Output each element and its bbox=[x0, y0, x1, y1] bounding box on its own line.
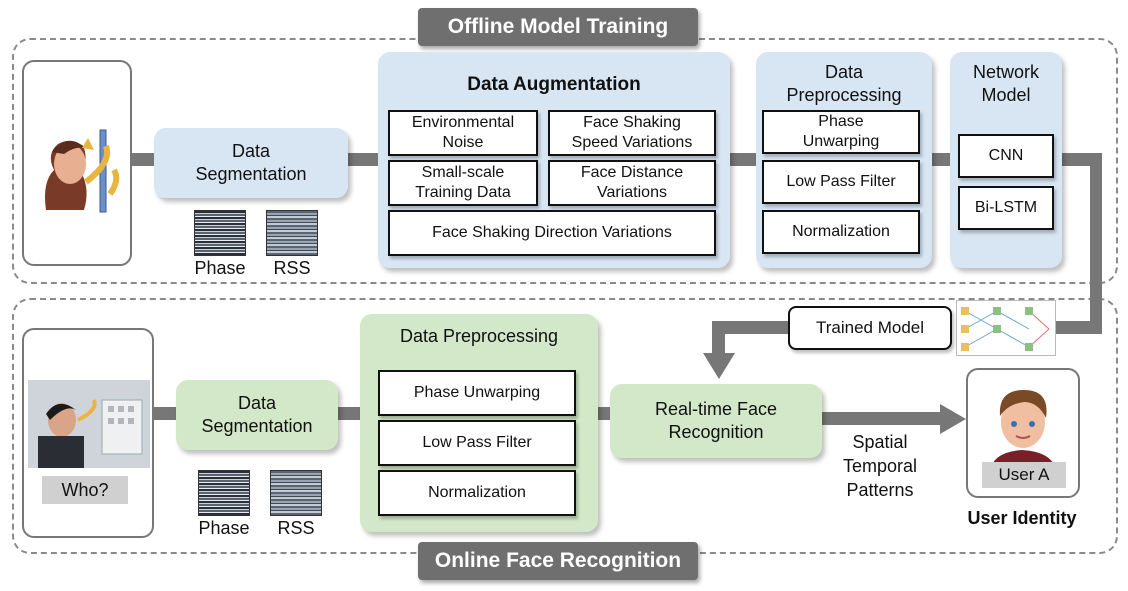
rss-label: RSS bbox=[273, 258, 311, 278]
connector bbox=[728, 153, 758, 166]
online-preprocessing-title: Data Preprocessing bbox=[399, 325, 559, 346]
face-shaking-icon bbox=[45, 129, 120, 213]
person-image-panel bbox=[22, 60, 132, 266]
online-title: Online Face Recognition bbox=[418, 542, 698, 580]
online-normalization: Normalization bbox=[378, 470, 576, 516]
spatial-temporal-patterns: Spatial Temporal Patterns bbox=[842, 432, 918, 500]
realtime-face-recognition: Real-time Face Recognition bbox=[610, 384, 822, 458]
offline-normalization: Normalization bbox=[762, 210, 920, 254]
connector bbox=[596, 407, 612, 420]
offline-title: Offline Model Training bbox=[418, 8, 698, 46]
data-augmentation-title: Data Augmentation bbox=[467, 73, 641, 95]
phase-signal-thumbnail bbox=[194, 210, 246, 256]
offline-phase-unwarping: Phase Unwarping bbox=[762, 110, 920, 154]
phase-label: Phase bbox=[198, 518, 250, 538]
user-identity-label: User Identity bbox=[967, 508, 1077, 528]
connector bbox=[152, 407, 180, 420]
network-diagram-thumbnail bbox=[956, 300, 1056, 356]
bilstm-box: Bi-LSTM bbox=[958, 186, 1054, 230]
connector bbox=[1054, 321, 1102, 334]
connector bbox=[346, 153, 380, 166]
connector bbox=[712, 321, 725, 355]
right-arrow-icon bbox=[940, 404, 966, 434]
connector bbox=[1090, 153, 1102, 334]
aug-small-scale-data: Small-scale Training Data bbox=[388, 160, 538, 206]
online-phase-unwarping: Phase Unwarping bbox=[378, 370, 576, 416]
network-model-title: Network Model bbox=[972, 62, 1039, 105]
offline-preprocessing-title: Data Preprocessing bbox=[786, 62, 902, 105]
connector bbox=[338, 407, 362, 420]
connector bbox=[930, 153, 952, 166]
rss-label: RSS bbox=[277, 518, 315, 538]
phase-signal-thumbnail bbox=[198, 470, 250, 516]
trained-model-box: Trained Model bbox=[788, 306, 952, 350]
who-label: Who? bbox=[42, 476, 128, 504]
connector bbox=[822, 412, 942, 425]
aug-environmental-noise: Environmental Noise bbox=[388, 110, 538, 156]
down-arrow-icon bbox=[703, 353, 735, 379]
user-card: User A bbox=[966, 368, 1080, 498]
rss-signal-thumbnail bbox=[270, 470, 322, 516]
offline-data-segmentation: Data Segmentation bbox=[154, 128, 348, 198]
user-badge: User A bbox=[982, 462, 1066, 488]
cnn-box: CNN bbox=[958, 134, 1054, 178]
connector bbox=[132, 153, 156, 166]
online-data-segmentation: Data Segmentation bbox=[176, 380, 338, 450]
user-avatar-icon bbox=[990, 390, 1056, 472]
camera-photo bbox=[28, 380, 150, 468]
aug-distance-variations: Face Distance Variations bbox=[548, 160, 716, 206]
rss-signal-thumbnail bbox=[266, 210, 318, 256]
phase-label: Phase bbox=[194, 258, 246, 278]
offline-low-pass-filter: Low Pass Filter bbox=[762, 160, 920, 204]
aug-direction-variations: Face Shaking Direction Variations bbox=[388, 210, 716, 256]
aug-speed-variations: Face Shaking Speed Variations bbox=[548, 110, 716, 156]
connector bbox=[712, 321, 792, 334]
online-low-pass-filter: Low Pass Filter bbox=[378, 420, 576, 466]
